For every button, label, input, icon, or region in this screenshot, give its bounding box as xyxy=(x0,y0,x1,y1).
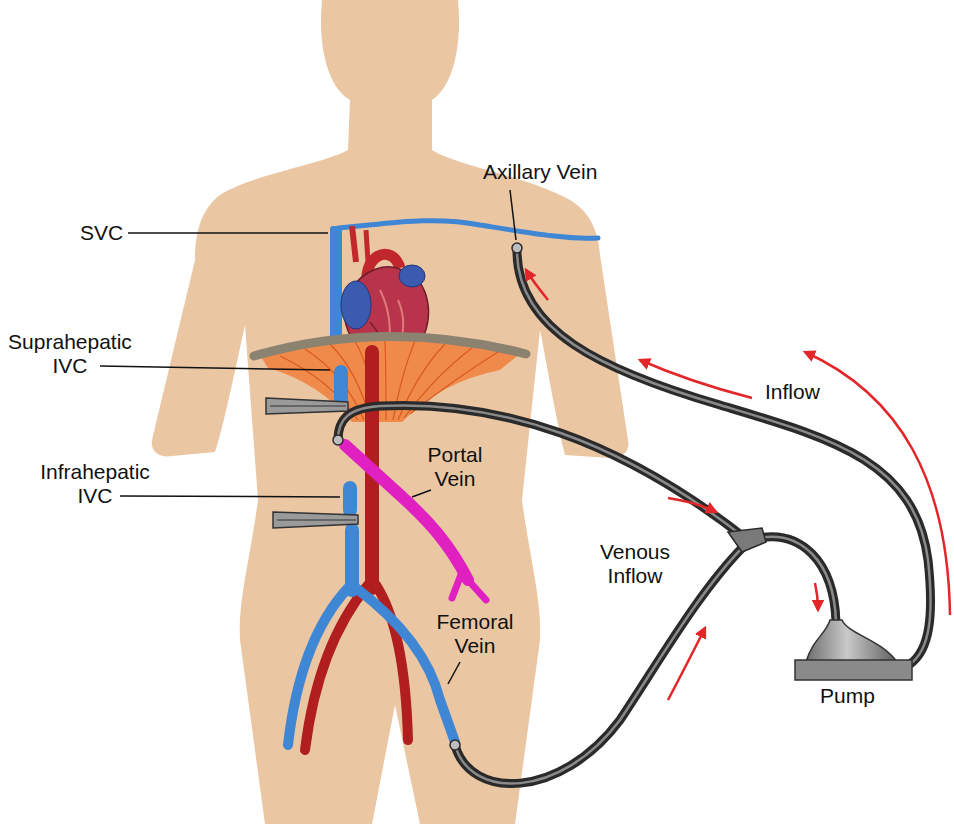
infrahepatic-ivc xyxy=(343,488,357,510)
leader-line xyxy=(120,496,340,497)
vascular-clamp xyxy=(273,512,358,528)
iliac-vein xyxy=(288,588,348,745)
vessel-label: Axillary Vein xyxy=(483,160,597,184)
leader-line xyxy=(510,190,516,240)
veins xyxy=(288,372,455,745)
portal-vein xyxy=(452,572,462,598)
vascular-clamp xyxy=(266,398,348,414)
flow-arrow xyxy=(668,498,716,512)
tube xyxy=(517,252,931,664)
flow-label: Inflow xyxy=(765,380,820,404)
neck-artery xyxy=(366,230,368,262)
flow-arrow xyxy=(526,270,950,700)
cannula xyxy=(450,740,460,750)
svc-vessel xyxy=(330,226,342,341)
device-label: Pump xyxy=(820,684,875,708)
tube-highlight xyxy=(758,537,836,622)
vessel-label: SVC xyxy=(80,221,123,245)
flow-arrow xyxy=(640,360,752,398)
tube xyxy=(758,537,836,622)
tube-highlight xyxy=(455,545,745,784)
flow-arrow xyxy=(526,270,548,300)
leader-line xyxy=(128,232,328,234)
pulmonary-vessel xyxy=(399,265,425,287)
neck-artery xyxy=(352,226,356,262)
pump xyxy=(806,620,897,662)
suprahepatic-ivc xyxy=(334,372,348,400)
vessel-label: Femoral Vein xyxy=(420,610,530,658)
tube-highlight xyxy=(338,405,745,538)
y-connector xyxy=(728,528,766,552)
leader-line xyxy=(100,366,330,370)
axillary-vein xyxy=(338,221,598,239)
right-atrium xyxy=(341,281,371,329)
pump xyxy=(795,620,912,680)
cannula xyxy=(512,243,522,253)
flow-label: Venous Inflow xyxy=(590,540,680,588)
flow-arrow xyxy=(668,628,705,700)
cannula xyxy=(333,435,343,445)
leader-line xyxy=(412,490,431,497)
vascular-clamp xyxy=(266,398,348,414)
vascular-clamp xyxy=(277,520,356,521)
leader-line xyxy=(100,190,516,684)
leader-line xyxy=(448,662,460,684)
flow-arrow xyxy=(805,352,950,615)
infrahepatic-ivc xyxy=(345,530,359,590)
tube xyxy=(338,405,745,538)
portal-vein xyxy=(468,580,486,600)
tube-highlight xyxy=(517,252,931,664)
vessel-label: Suprahepatic IVC xyxy=(0,330,140,378)
vessel-label: Infrahepatic IVC xyxy=(30,460,160,508)
body-silhouette xyxy=(152,0,629,824)
vessel-label: Portal Vein xyxy=(415,443,495,491)
flow-arrow xyxy=(815,583,818,610)
bypass-tubing xyxy=(338,252,931,784)
vascular-clamp xyxy=(273,512,358,528)
pump xyxy=(795,660,912,680)
diaphragm-dome xyxy=(254,336,526,356)
vascular-clamp xyxy=(270,406,346,407)
tube xyxy=(455,545,745,784)
